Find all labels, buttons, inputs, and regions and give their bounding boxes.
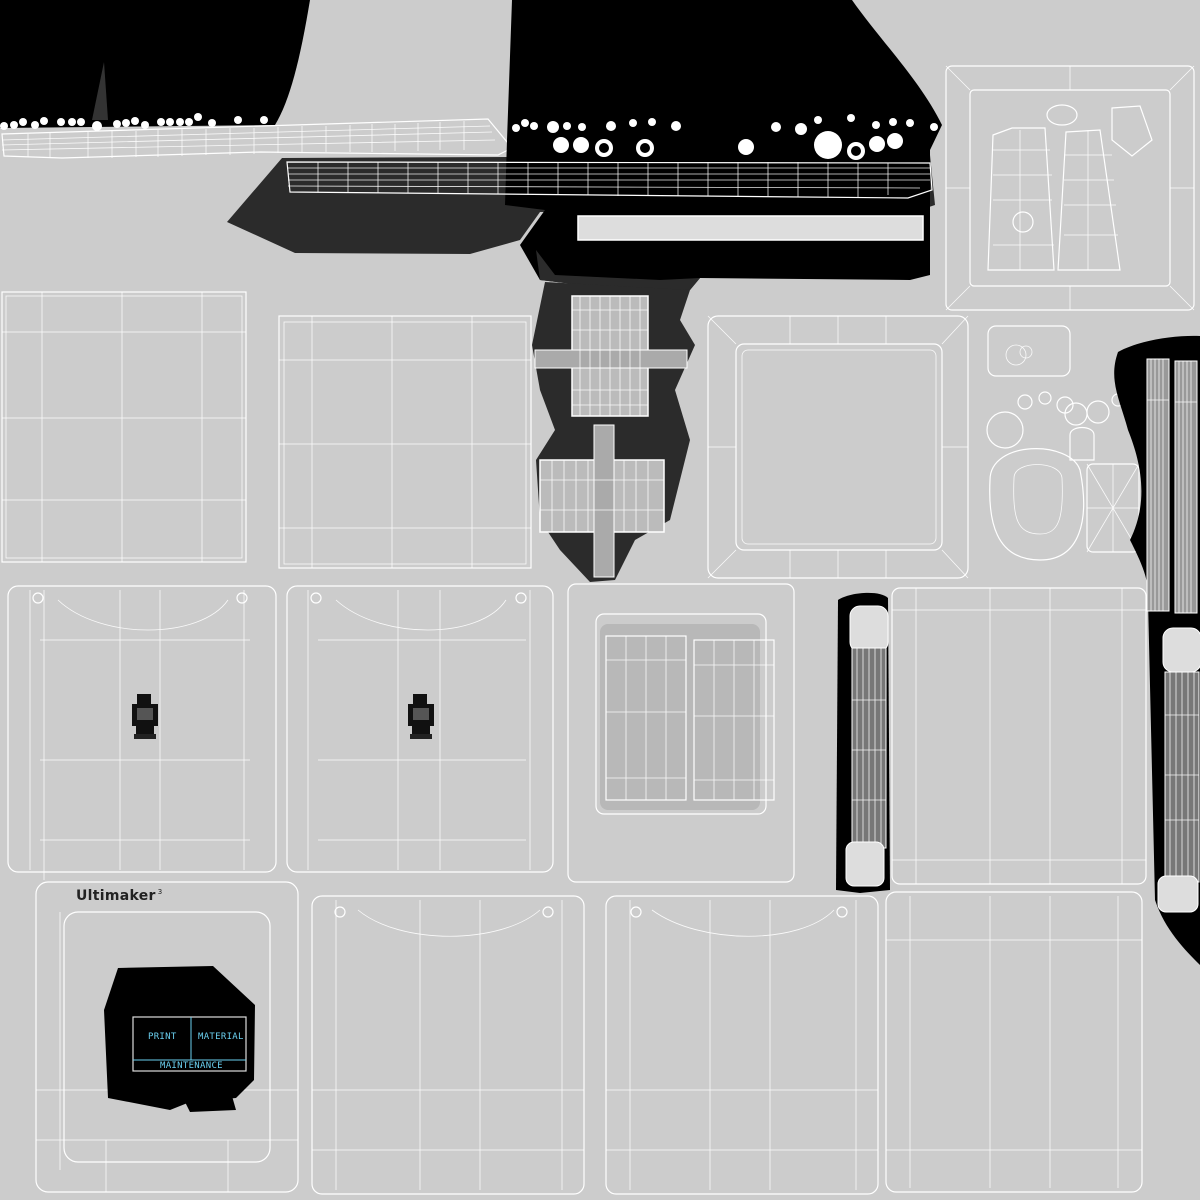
logo-text: Ultimaker	[76, 888, 156, 904]
side-panel-right-top	[891, 587, 1147, 885]
side-panel-1	[7, 585, 277, 880]
spool-column-left	[845, 605, 889, 887]
display-island	[104, 966, 255, 1110]
robot-decal-left	[132, 694, 158, 739]
small-parts-cluster	[986, 325, 1140, 561]
front-panel-2	[311, 895, 585, 1195]
fine-mesh-strip	[577, 215, 924, 241]
hinge-mesh-top	[534, 295, 688, 417]
screen-button-print: PRINT	[148, 1032, 177, 1042]
long-strip	[1, 118, 513, 159]
rod-meshes	[1146, 358, 1198, 614]
ring-beads	[595, 139, 865, 160]
top-right-box-island	[945, 65, 1195, 311]
hinge-mesh-bottom	[539, 424, 665, 578]
top-left-island	[0, 0, 310, 128]
display-frame	[132, 1016, 247, 1072]
center-strip	[286, 161, 933, 199]
front-panel-4	[885, 891, 1143, 1193]
panel-square-left	[1, 291, 247, 563]
frame-panel-center	[707, 315, 969, 579]
display-dividers	[133, 1017, 246, 1061]
bead-row-center	[512, 114, 938, 159]
panel-square-right	[278, 315, 532, 569]
logo-superscript: 3	[157, 888, 163, 897]
bead-row-left	[0, 113, 268, 131]
side-panel-2	[286, 585, 554, 873]
tray-panel	[567, 583, 795, 883]
spool-column-right	[1157, 627, 1200, 913]
front-panel-3	[605, 895, 879, 1195]
screen-button-maintenance: MAINTENANCE	[160, 1061, 223, 1071]
robot-decal-right	[408, 694, 434, 739]
screen-button-material: MATERIAL	[198, 1032, 244, 1042]
